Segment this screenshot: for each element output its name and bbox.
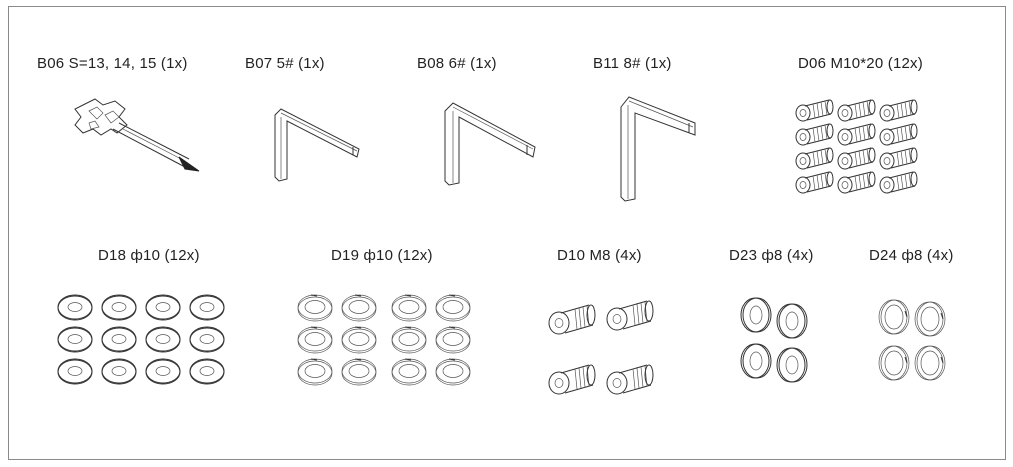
part-label-d06: D06 M10*20 (12x)	[798, 55, 923, 72]
multi-socket-wrench-icon	[74, 98, 200, 172]
part-label-d19: D19 ф10 (12x)	[331, 247, 433, 264]
hex-key-8-icon	[620, 96, 696, 202]
spring-washer-10-icon	[297, 294, 471, 386]
flat-washer-8-icon	[740, 297, 808, 383]
hardware-parts-sheet: B06 S=13, 14, 15 (1x) B07 5# (1x) B08 6#…	[8, 6, 1006, 460]
spring-washer-8-icon	[878, 299, 946, 381]
part-label-d18: D18 ф10 (12x)	[98, 247, 200, 264]
part-label-b06: B06 S=13, 14, 15 (1x)	[37, 55, 188, 72]
part-label-d23: D23 ф8 (4x)	[729, 247, 814, 264]
flat-washer-10-icon	[57, 294, 225, 385]
socket-cap-screw-m8-icon	[548, 300, 654, 395]
hex-key-6-icon	[444, 102, 536, 186]
socket-cap-screw-m10-icon	[795, 99, 918, 194]
part-label-b07: B07 5# (1x)	[245, 55, 325, 72]
hex-key-5-icon	[274, 108, 360, 182]
part-label-b11: B11 8# (1x)	[593, 55, 672, 72]
part-label-d24: D24 ф8 (4x)	[869, 247, 954, 264]
part-label-b08: B08 6# (1x)	[417, 55, 497, 72]
part-label-d10: D10 M8 (4x)	[557, 247, 642, 264]
